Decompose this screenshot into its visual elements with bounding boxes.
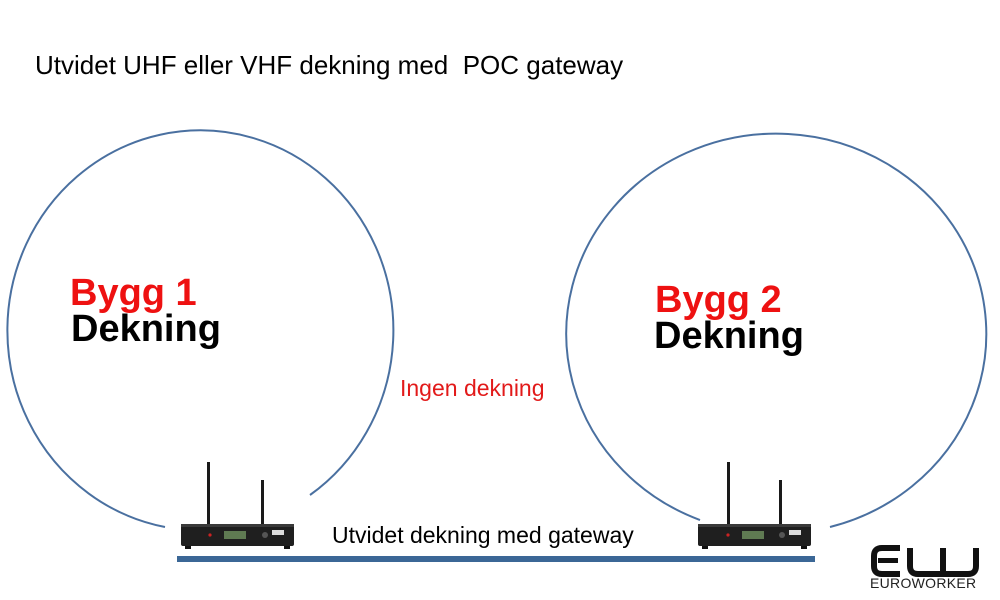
euroworker-logo-text: EUROWORKER	[870, 575, 977, 591]
building-2-coverage-label: Dekning	[654, 315, 804, 357]
gateway-link-line	[177, 556, 815, 562]
slide-title: Utvidet UHF eller VHF dekning med POC ga…	[35, 50, 624, 80]
coverage-circle-1	[6, 129, 395, 528]
gateway-device-2	[698, 462, 811, 549]
extended-coverage-label: Utvidet dekning med gateway	[332, 522, 634, 548]
building-1-coverage-label: Dekning	[71, 308, 221, 350]
no-coverage-label: Ingen dekning	[400, 375, 545, 401]
gateway-device-1	[181, 462, 294, 549]
building-1-label: Bygg 1	[70, 272, 197, 314]
coverage-circle-2	[565, 132, 988, 528]
euroworker-logo	[871, 545, 979, 577]
building-2-label: Bygg 2	[655, 279, 782, 321]
